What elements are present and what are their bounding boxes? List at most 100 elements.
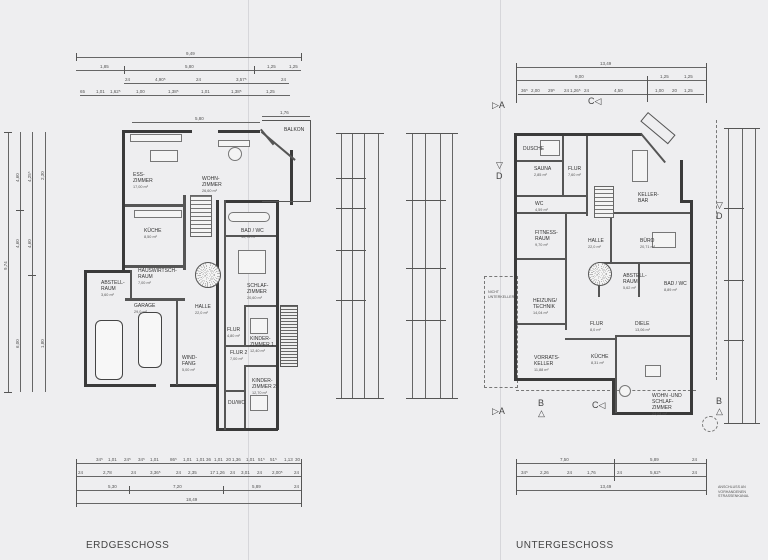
exterior-stairs [280, 305, 298, 367]
dimension-line [516, 463, 706, 464]
paper-fold [248, 0, 249, 560]
floor-title-erdgeschoss: ERDGESCHOSS [86, 540, 170, 551]
dimension-value: 4,60 [27, 239, 32, 248]
dimension-value: 2,30 [40, 171, 45, 180]
dimension-value: 24 [257, 470, 263, 475]
dimension-line [80, 95, 290, 96]
dimension-value: 5,30 [108, 484, 117, 489]
dimension-value: 34⁵ [138, 457, 145, 462]
dimension-value: 1,01 [108, 457, 117, 462]
dimension-value: 3,01 [241, 470, 250, 475]
dimension-value: 1,26⁵ [570, 88, 581, 93]
dimension-value: 1,25 [684, 74, 693, 79]
section-marker-c: C◁ [588, 96, 602, 106]
dimension-value: 1,25 [684, 88, 693, 93]
dimension-line [76, 490, 302, 491]
dimension-value: 1,00 [655, 88, 664, 93]
dimension-value: 2,00 [531, 88, 540, 93]
dimension-value: 9,74 [3, 261, 8, 270]
dimension-value: 1,13 [284, 457, 293, 462]
dimension-line [518, 94, 704, 95]
room-label-keller-bar: KELLER- BAR [638, 192, 659, 204]
dimension-value: 24 [131, 470, 137, 475]
dimension-value: 24 [230, 470, 236, 475]
dimension-line [124, 83, 289, 84]
dimension-line [262, 116, 310, 117]
dimension-value: 1,76 [587, 470, 596, 475]
dimension-value: 1,80 [40, 339, 45, 348]
dimension-value: 24 [692, 457, 698, 462]
sideboard [130, 134, 182, 142]
dimension-value: 1,25 [660, 74, 669, 79]
dimension-value: 4,50 [614, 88, 623, 93]
dimension-value: 51⁵ [270, 457, 277, 462]
dimension-value: 4,60 [15, 173, 20, 182]
dimension-value: 86⁵ [170, 457, 177, 462]
section-marker-c: C◁ [592, 400, 606, 410]
dimension-value: 24 [196, 77, 202, 82]
floor-title-untergeschoss: UNTERGESCHOSS [516, 540, 614, 551]
dimension-total-top: 9,49 [186, 51, 195, 56]
desk [250, 395, 268, 411]
unexcavated-area [484, 276, 518, 388]
dimension-value: 1,62⁵ [110, 89, 121, 94]
round-table [228, 147, 242, 161]
dimension-value: 1,01 [96, 89, 105, 94]
room-label-du-wc: DU/WC [228, 400, 245, 406]
dimension-value: 2,00⁵ [272, 470, 283, 475]
dimension-total-bottom: 18,49 [186, 497, 198, 502]
dimension-line [32, 132, 33, 392]
dimension-line [76, 463, 302, 464]
dimension-value: 1,01 [150, 457, 159, 462]
dimension-value: 1,00 [136, 89, 145, 94]
dimension-value: 17 [210, 470, 216, 475]
dimension-value: 24 [617, 470, 623, 475]
dimension-value: 36 [206, 457, 212, 462]
dimension-value: 1,76 [280, 110, 289, 115]
dimension-line [516, 80, 706, 81]
dimension-value: 5,89 [650, 457, 659, 462]
dimension-value: 4,25⁵ [27, 171, 32, 182]
dimension-total-top: 13,49 [600, 61, 612, 66]
dimension-value: 30 [295, 457, 301, 462]
balcony [262, 120, 311, 202]
dimension-value: 1,36 [232, 457, 241, 462]
dimension-value: 3,57⁵ [236, 77, 247, 82]
dimension-value: 7,20 [173, 484, 182, 489]
car [95, 320, 123, 380]
note-unexcavated: NICHT UNTERKELLERT [488, 290, 517, 299]
round-table [619, 385, 631, 397]
dimension-value: 1,01 [196, 457, 205, 462]
dimension-value: 24 [567, 470, 573, 475]
bathtub [228, 212, 270, 222]
dimension-value: 1,25 [266, 89, 275, 94]
dimension-value: 6,00 [15, 339, 20, 348]
dimension-line [132, 122, 260, 123]
dimension-value: 24 [176, 470, 182, 475]
dimension-value: 51⁵ [258, 457, 265, 462]
section-marker-b: B△ [716, 396, 723, 416]
note-sewer-connection: ANSCHLUSS AN VORHANDENEN STRASSENKANAL [718, 485, 750, 498]
dimension-value: 1,25 [267, 64, 276, 69]
dimension-value: 20 [672, 88, 678, 93]
dimension-value: 24 [78, 470, 84, 475]
dimension-value: 24 [125, 77, 131, 82]
dimension-value: 2,26 [540, 470, 549, 475]
dimension-value: 24 [584, 88, 590, 93]
dimension-value: 24 [294, 484, 300, 489]
dimension-value: 2,35 [188, 470, 197, 475]
